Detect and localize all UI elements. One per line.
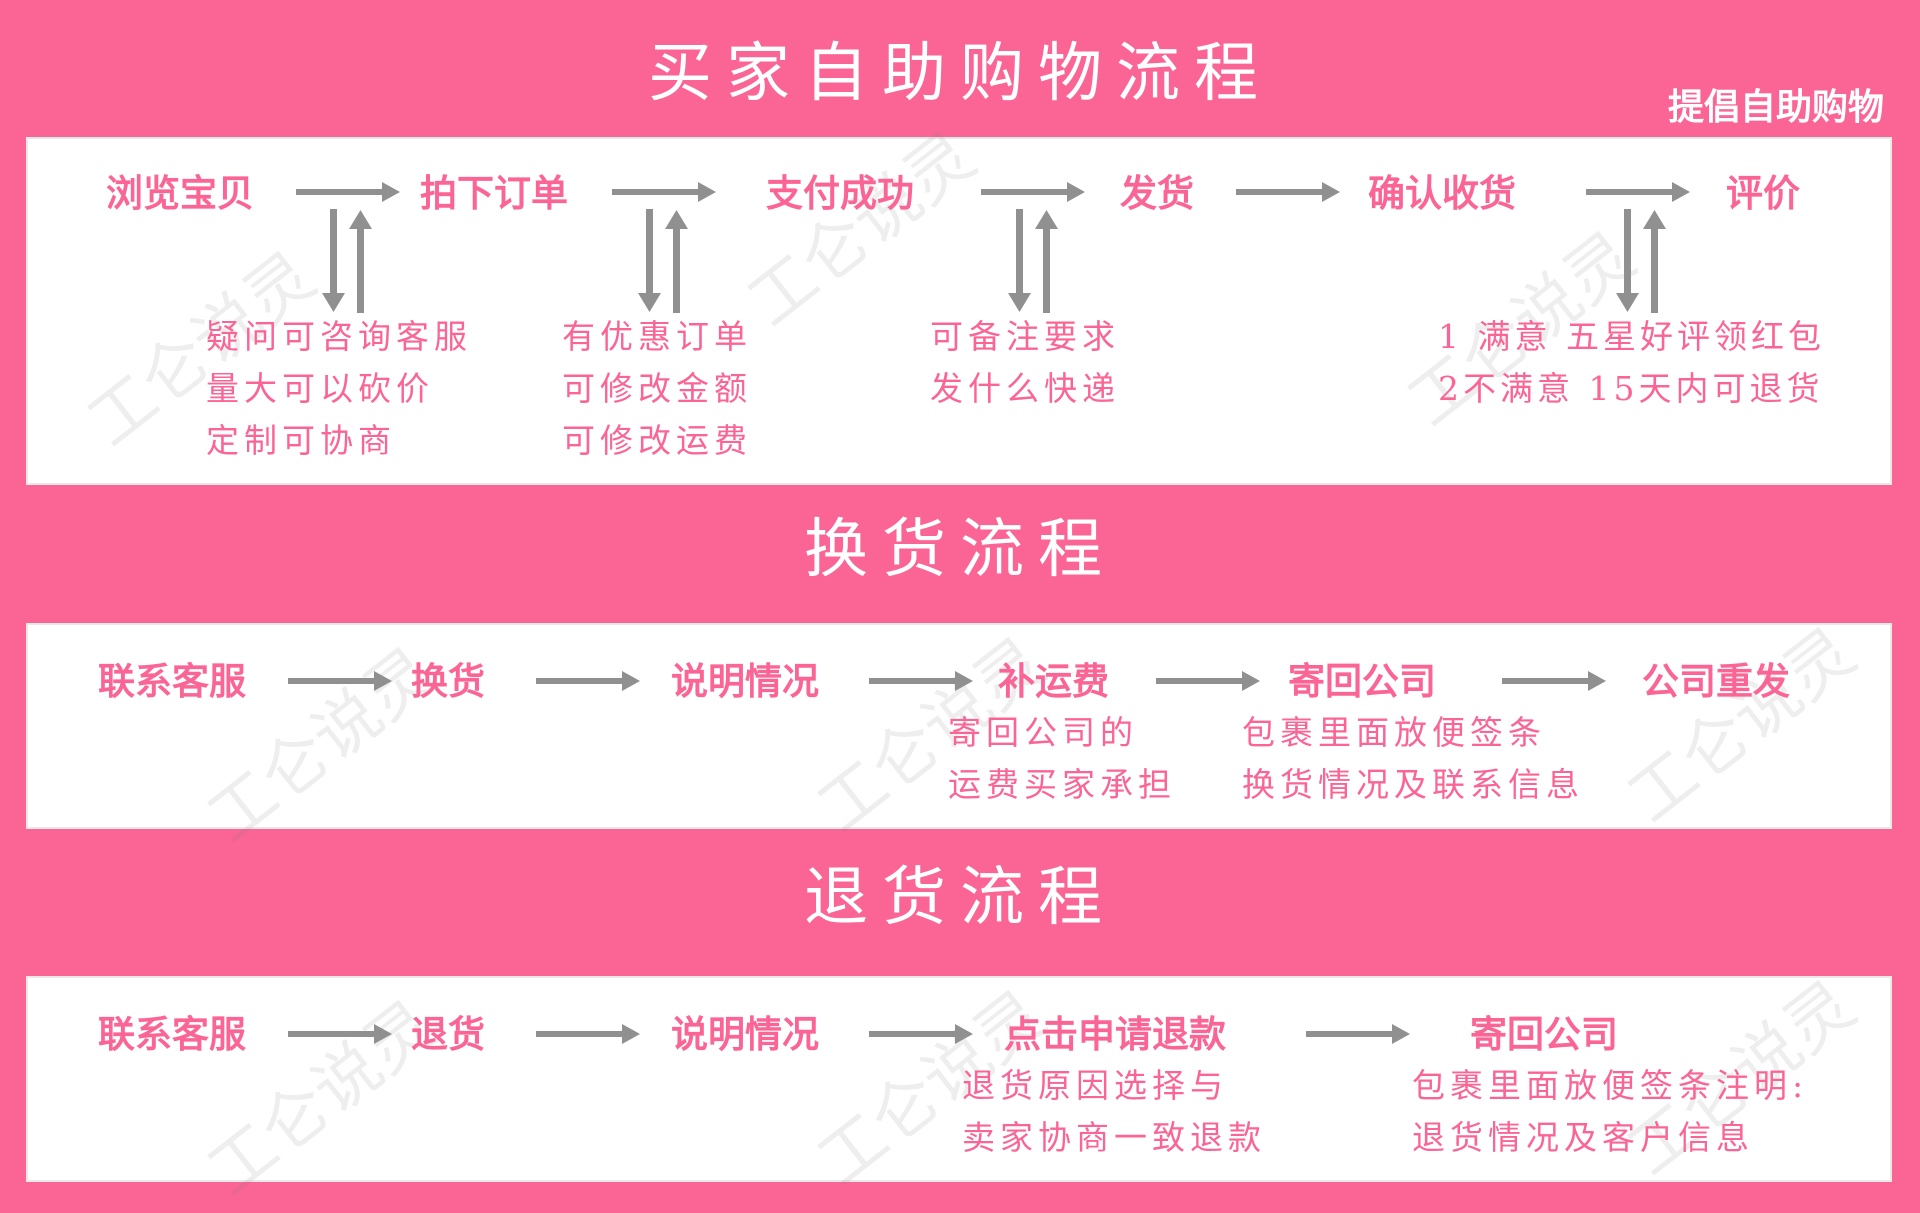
- up-down-arrows-icon: [1008, 209, 1058, 313]
- step-company-resend: 公司重发: [1642, 660, 1790, 703]
- up-down-arrows-icon: [638, 209, 688, 313]
- note-line: 寄回公司的: [948, 713, 1138, 752]
- step-review: 评价: [1726, 172, 1800, 215]
- step-return: 退货: [411, 1013, 485, 1056]
- note-line: 包裹里面放便签条: [1242, 713, 1546, 752]
- note-line: 退货情况及客户信息: [1412, 1118, 1754, 1157]
- step-explain: 说明情况: [671, 660, 819, 703]
- step-contact-service: 联系客服: [98, 1013, 246, 1056]
- note-line: 换货情况及联系信息: [1242, 765, 1584, 804]
- note-send-back: 包裹里面放便签条注明: 退货情况及客户信息: [1412, 1060, 1808, 1164]
- note-line: 量大可以砍价: [206, 369, 434, 408]
- note-ship: 可备注要求 发什么快递: [930, 311, 1120, 415]
- arrow-right-icon: [536, 1024, 640, 1044]
- step-contact-service: 联系客服: [98, 660, 246, 703]
- arrow-right-icon: [869, 671, 973, 691]
- arrow-right-icon: [296, 182, 400, 202]
- step-send-back: 寄回公司: [1470, 1013, 1618, 1056]
- watermark: 工仑说灵: [1613, 613, 1870, 837]
- arrow-right-icon: [536, 671, 640, 691]
- return-panel: 工仑说灵 工仑说灵 工仑说灵 联系客服 退货 说明情况 点击申请退款 寄回公司 …: [26, 967, 1892, 1210]
- up-down-arrows-icon: [1616, 209, 1666, 313]
- note-line: 疑问可咨询客服: [206, 317, 472, 356]
- note-line: 发什么快递: [930, 369, 1120, 408]
- arrow-right-icon: [981, 182, 1085, 202]
- note-line: 有优惠订单: [562, 317, 752, 356]
- arrow-right-icon: [288, 671, 392, 691]
- exchange-panel: 工仑说灵 工仑说灵 工仑说灵 联系客服 换货 说明情况 补运费 寄回公司 公司重…: [26, 614, 1892, 857]
- note-line: 包裹里面放便签条注明:: [1412, 1066, 1809, 1105]
- return-title: 退货流程: [804, 861, 1116, 935]
- note-line: 2不满意 15天内可退货: [1438, 369, 1824, 408]
- step-explain: 说明情况: [671, 1013, 819, 1056]
- purchase-panel: 工仑说灵 工仑说灵 工仑说灵 浏览宝贝 拍下订单 支付成功 发货 确认收货 评价…: [26, 118, 1892, 485]
- step-place-order: 拍下订单: [420, 172, 568, 215]
- watermark: 工仑说灵: [193, 633, 450, 857]
- note-line: 1 满意 五星好评领红包: [1438, 317, 1825, 356]
- arrow-right-icon: [288, 1024, 392, 1044]
- note-browse: 疑问可咨询客服 量大可以砍价 定制可协商: [206, 311, 472, 467]
- watermark: 工仑说灵: [733, 117, 990, 341]
- tagline: 提倡自助购物: [1667, 87, 1884, 128]
- note-line: 卖家协商一致退款: [962, 1118, 1266, 1157]
- main-title: 买家自助购物流程: [648, 37, 1272, 111]
- note-review: 1 满意 五星好评领红包 2不满意 15天内可退货: [1438, 311, 1825, 415]
- note-line: 可修改运费: [562, 421, 752, 460]
- step-browse: 浏览宝贝: [106, 172, 254, 215]
- arrow-right-icon: [869, 1024, 973, 1044]
- note-line: 退货原因选择与: [962, 1066, 1228, 1105]
- arrow-right-icon: [1502, 671, 1606, 691]
- exchange-title: 换货流程: [804, 513, 1116, 587]
- arrow-right-icon: [1236, 182, 1340, 202]
- watermark: 工仑说灵: [193, 986, 450, 1210]
- note-request-refund: 退货原因选择与 卖家协商一致退款: [962, 1060, 1266, 1164]
- arrow-right-icon: [1586, 182, 1690, 202]
- up-down-arrows-icon: [322, 209, 372, 313]
- step-exchange: 换货: [411, 660, 485, 703]
- note-line: 可修改金额: [562, 369, 752, 408]
- note-place-order: 有优惠订单 可修改金额 可修改运费: [562, 311, 752, 467]
- note-send-back: 包裹里面放便签条 换货情况及联系信息: [1242, 707, 1584, 811]
- note-line: 运费买家承担: [948, 765, 1176, 804]
- step-ship: 发货: [1120, 172, 1194, 215]
- step-payment: 支付成功: [766, 172, 914, 215]
- note-line: 定制可协商: [206, 421, 396, 460]
- step-request-refund: 点击申请退款: [1004, 1013, 1226, 1056]
- step-confirm-receipt: 确认收货: [1368, 172, 1516, 215]
- note-pay-shipping: 寄回公司的 运费买家承担: [948, 707, 1176, 811]
- step-pay-shipping: 补运费: [998, 660, 1109, 703]
- arrow-right-icon: [1306, 1024, 1410, 1044]
- step-send-back: 寄回公司: [1288, 660, 1436, 703]
- note-line: 可备注要求: [930, 317, 1120, 356]
- arrow-right-icon: [612, 182, 716, 202]
- arrow-right-icon: [1156, 671, 1260, 691]
